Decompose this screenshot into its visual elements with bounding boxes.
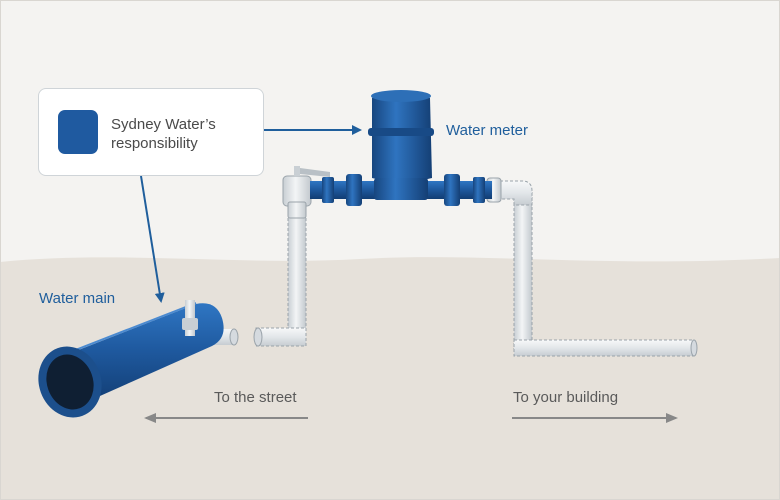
water-main-label: Water main bbox=[39, 290, 116, 307]
valve-handle bbox=[300, 168, 330, 177]
water-meter-label: Water meter bbox=[446, 122, 528, 139]
water-meter bbox=[368, 90, 434, 200]
legend-label: Sydney Water’s responsibility bbox=[111, 116, 216, 152]
main-callout-arrow bbox=[140, 175, 165, 303]
sydney-water-assets bbox=[38, 90, 492, 418]
legend-swatch bbox=[58, 110, 98, 154]
to-building-label: To your building bbox=[513, 389, 619, 406]
water-main-pipe bbox=[38, 300, 224, 418]
to-street-label: To the street bbox=[214, 389, 297, 406]
legend-box: Sydney Water’s responsibility bbox=[38, 88, 264, 176]
